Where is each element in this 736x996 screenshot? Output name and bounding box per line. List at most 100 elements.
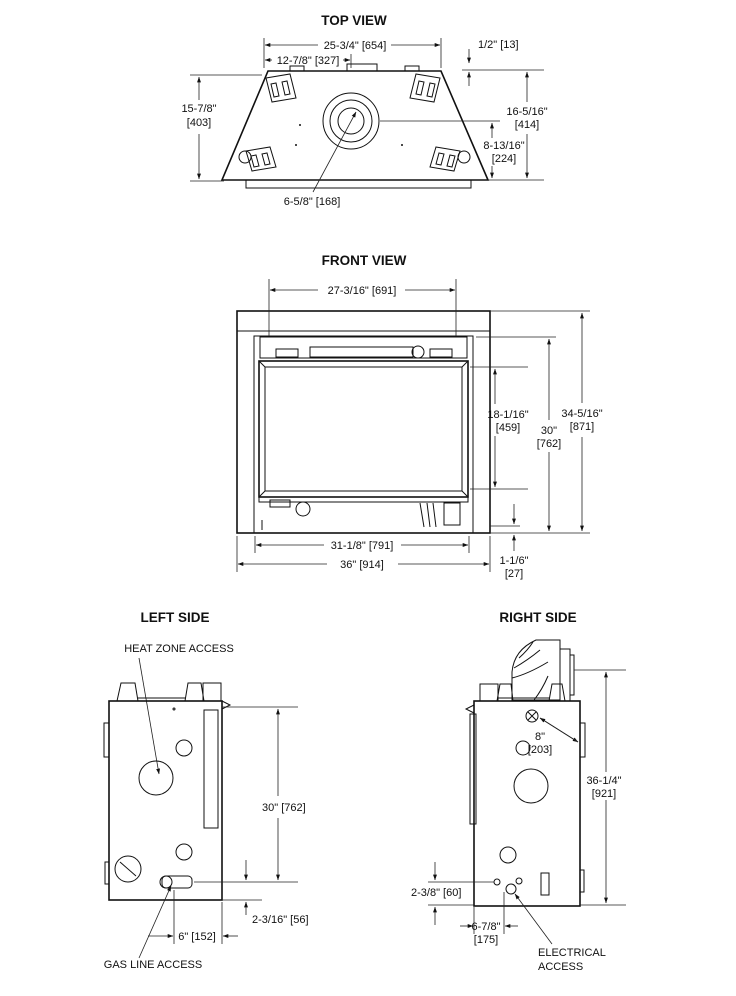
- top-depth-left-in: 15-7/8": [181, 103, 216, 115]
- front-valve: [269, 499, 291, 508]
- front-knockout: [295, 501, 311, 517]
- front-inner-width-dim: 31-1/8" [791]: [331, 540, 394, 552]
- front-control-module: [443, 502, 461, 526]
- left-side-body: [108, 700, 223, 901]
- left-side-knockout: [175, 739, 193, 757]
- right-elec-offset-in: 6-7/8": [472, 921, 501, 933]
- left-side-view: LEFT SIDE HEAT ZONE ACCESS 30" [762]: [103, 610, 309, 971]
- standoff-bracket: [245, 146, 277, 172]
- top-depth-right-mm: [414]: [515, 119, 539, 131]
- gas-line-access: [161, 875, 193, 889]
- top-view-screw: [401, 144, 403, 146]
- flue-outer-ring: [322, 92, 380, 150]
- front-bracket: [275, 348, 299, 358]
- top-view-tab: [289, 65, 305, 72]
- left-gas-offset-dim: 6" [152]: [178, 931, 216, 943]
- front-glass-height-in: 18-1/16": [487, 409, 528, 421]
- standoff-bracket: [265, 73, 297, 103]
- left-side-title: LEFT SIDE: [140, 610, 209, 625]
- left-screw: [172, 707, 176, 711]
- right-top-bracket: [479, 683, 499, 702]
- right-overall-height-in: 36-1/4": [586, 775, 621, 787]
- front-top-compartment: [259, 336, 468, 359]
- gas-inlet: [159, 875, 173, 889]
- top-view-tab: [404, 65, 420, 72]
- electrical-access: [505, 883, 517, 895]
- electrical-label-line2: ACCESS: [538, 961, 583, 973]
- left-flange: [221, 700, 232, 710]
- right-side-body: [473, 700, 581, 907]
- right-elec-height-dim: 2-3/8" [60]: [411, 887, 461, 899]
- right-flue-dim-mm: [203]: [528, 744, 552, 756]
- left-side-channel: [203, 709, 219, 829]
- front-frame-height-in: 30": [541, 425, 557, 437]
- flue-pipe: [337, 107, 365, 135]
- left-top-bracket: [202, 682, 222, 702]
- heat-zone-access-label: HEAT ZONE ACCESS: [124, 643, 234, 655]
- right-top-bracket: [548, 683, 566, 702]
- flue-elbow-seams: [511, 641, 549, 701]
- front-overall-height-mm: [871]: [570, 421, 594, 433]
- front-burner-bar: [309, 346, 414, 358]
- left-top-bracket: [184, 682, 205, 702]
- top-view: TOP VIEW: [181, 13, 547, 208]
- front-bracket: [429, 348, 453, 358]
- front-opening-width-dim: 27-3/16" [691]: [328, 285, 397, 297]
- right-side-standoff: [579, 869, 585, 893]
- top-view-knockout: [238, 150, 252, 164]
- left-height-dim: 30" [762]: [262, 802, 306, 814]
- right-side-view: RIGHT SIDE 8" [203] 36-1/: [411, 610, 626, 973]
- top-depth-right-in: 16-5/16": [506, 106, 547, 118]
- standoff-bracket: [429, 146, 461, 172]
- front-view: FRONT VIEW 27-3/16" [691]: [236, 253, 603, 580]
- flue-elbow: [511, 639, 561, 701]
- right-side-standoff: [579, 722, 586, 758]
- left-side-standoff: [103, 722, 110, 758]
- front-view-title: FRONT VIEW: [322, 253, 407, 268]
- front-glass-frame: [258, 360, 469, 498]
- right-side-knockout: [515, 740, 531, 756]
- top-flue-depth-in: 8-13/16": [483, 140, 524, 152]
- flue-collar-lip: [569, 654, 575, 696]
- right-elec-offset-mm: [175]: [474, 934, 498, 946]
- front-glass-height-mm: [459]: [496, 422, 520, 434]
- right-flange: [464, 704, 475, 714]
- front-base-in: 1-1/6": [500, 555, 529, 567]
- left-side-knockout: [175, 843, 193, 861]
- right-overall-height-mm: [921]: [592, 788, 616, 800]
- top-offset-dim: 1/2" [13]: [478, 39, 519, 51]
- front-frame-height-mm: [762]: [537, 438, 561, 450]
- right-flue-dim-in: 8": [535, 731, 545, 743]
- front-sill: [258, 496, 469, 503]
- flue-middle-ring: [329, 99, 373, 143]
- top-overall-width-dim: 25-3/4" [654]: [324, 40, 387, 52]
- front-wiring: [419, 502, 437, 528]
- right-screw: [493, 878, 501, 886]
- front-glass: [264, 366, 463, 492]
- flue-collar: [559, 648, 571, 702]
- left-gas-height-dim: 2-3/16" [56]: [252, 914, 309, 926]
- top-depth-left-mm: [403]: [187, 117, 211, 129]
- standoff-bracket: [409, 73, 441, 103]
- right-side-title: RIGHT SIDE: [499, 610, 576, 625]
- top-view-screw: [299, 124, 301, 126]
- left-top-bracket: [116, 682, 139, 702]
- front-overall-height-in: 34-5/16": [561, 408, 602, 420]
- top-view-collar: [346, 63, 378, 72]
- front-firebox: [253, 335, 474, 534]
- right-side-slot: [540, 872, 550, 896]
- right-screw: [515, 877, 523, 885]
- gas-line-access-label: GAS LINE ACCESS: [104, 959, 202, 971]
- electrical-label-line1: ELECTRICAL: [538, 947, 606, 959]
- right-side-access: [513, 768, 549, 804]
- right-side-channel: [469, 713, 477, 825]
- top-view-screw: [295, 144, 297, 146]
- top-view-front-lip: [245, 179, 472, 189]
- top-flue-diameter-dim: 6-5/8" [168]: [284, 196, 341, 208]
- left-side-vent: [114, 855, 142, 883]
- front-knockout: [411, 345, 425, 359]
- top-view-knockout: [457, 150, 471, 164]
- front-base-mm: [27]: [505, 568, 523, 580]
- top-half-width-dim: 12-7/8" [327]: [277, 55, 340, 67]
